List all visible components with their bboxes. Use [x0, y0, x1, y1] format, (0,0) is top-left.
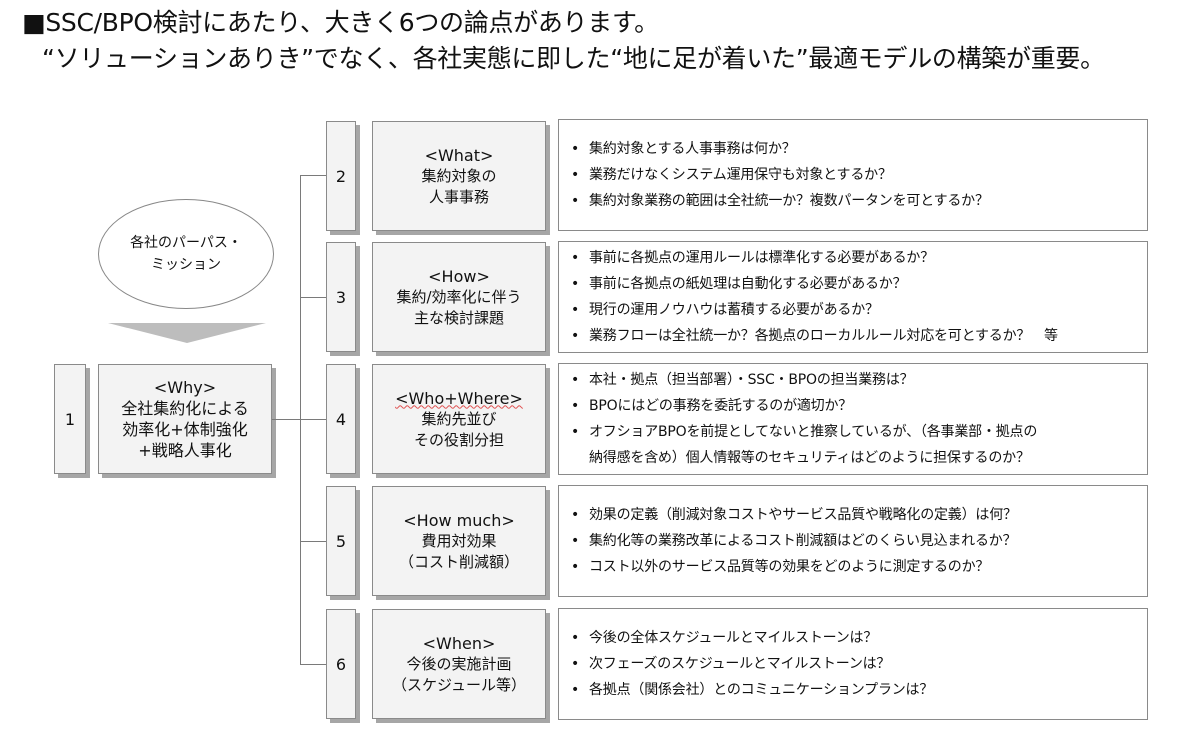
bullet-icon: • — [571, 302, 580, 318]
category-line2: 主な検討課題 — [413, 308, 504, 327]
question-item: •コスト以外のサービス品質等の効果をどのように測定するのか？ — [567, 554, 1141, 580]
category-number-box: 5 — [326, 486, 356, 596]
category-number: 4 — [335, 409, 347, 429]
bullet-icon: • — [571, 424, 580, 440]
category-line1: 今後の実施計画 — [406, 654, 512, 673]
category-line2: （スケジュール等） — [392, 675, 526, 694]
bullet-icon: • — [571, 372, 580, 388]
question-item: •現行の運用ノウハウは蓄積する必要があるか？ — [567, 297, 1141, 323]
bullet-icon: • — [571, 682, 580, 698]
bullet-icon: • — [571, 398, 580, 414]
down-arrow-icon — [108, 323, 266, 343]
category-number-box: 4 — [326, 364, 356, 474]
question-item: •効果の定義（削減対象コストやサービス品質や戦略化の定義）は何？ — [567, 502, 1141, 528]
category-box-how: <How> 集約/効率化に伴う 主な検討課題 — [372, 242, 546, 352]
question-box-how: •事前に各拠点の運用ルールは標準化する必要があるか？ •事前に各拠点の紙処理は自… — [558, 241, 1148, 353]
connector-branch-5 — [300, 541, 326, 542]
question-box-what: •集約対象とする人事事務は何か？ •業務だけなくシステム運用保守も対象とするか？… — [558, 119, 1148, 231]
bullet-icon: • — [571, 167, 580, 183]
connector-branch-2 — [300, 175, 326, 176]
bullet-icon: • — [571, 328, 580, 344]
question-item: •BPOにはどの事務を委託するのが適切か？ — [567, 393, 1141, 419]
question-item: •今後の全体スケジュールとマイルストーンは？ — [567, 625, 1141, 651]
purpose-ellipse: 各社のパーパス・ ミッション — [98, 199, 274, 309]
question-item: •事前に各拠点の紙処理は自動化する必要があるか？ — [567, 271, 1141, 297]
why-number: 1 — [64, 409, 76, 429]
question-item: •業務だけなくシステム運用保守も対象とするか？ — [567, 162, 1141, 188]
question-item: •業務フローは全社統一か？各拠点のローカルルール対応を可とするか？ 等 — [567, 323, 1141, 349]
slide-title-line1: ■SSC/BPO検討にあたり、大きく6つの論点があります。 — [22, 8, 659, 37]
why-head: <Why> — [153, 378, 217, 397]
question-box-when: •今後の全体スケジュールとマイルストーンは？ •次フェーズのスケジュールとマイル… — [558, 608, 1148, 720]
category-head: <When> — [422, 633, 496, 653]
question-box-who-where: •本社・拠点（担当部署）・SSC・BPOの担当業務は？ •BPOにはどの事務を委… — [558, 363, 1148, 475]
question-item: •各拠点（関係会社）とのコミュニケーションプランは？ — [567, 677, 1141, 703]
bullet-icon: • — [571, 630, 580, 646]
bullet-icon: • — [571, 193, 580, 209]
connector-branch-4 — [300, 419, 326, 420]
category-head: <How much> — [403, 510, 515, 530]
category-head: <Who+Where> — [395, 388, 523, 408]
category-head: <What> — [424, 145, 494, 165]
bullet-icon: • — [571, 507, 580, 523]
why-line2: 効率化+体制強化 — [122, 420, 248, 439]
category-number: 3 — [335, 287, 347, 307]
category-line1: 集約対象の — [421, 166, 497, 185]
bullet-icon: • — [571, 141, 580, 157]
category-number: 5 — [335, 531, 347, 551]
question-item: •集約対象とする人事事務は何か？ — [567, 136, 1141, 162]
bullet-icon: • — [571, 276, 580, 292]
category-number: 6 — [335, 654, 347, 674]
category-box-what: <What> 集約対象の 人事事務 — [372, 121, 546, 231]
question-item: •集約対象業務の範囲は全社統一か？複数パータンを可とするか？ — [567, 188, 1141, 214]
why-line3: +戦略人事化 — [138, 441, 232, 460]
category-box-how-much: <How much> 費用対効果 （コスト削減額） — [372, 486, 546, 596]
why-number-box: 1 — [54, 364, 86, 474]
category-line1: 集約先並び — [421, 409, 497, 428]
connector-branch-6 — [300, 664, 326, 665]
category-line1: 費用対効果 — [421, 531, 497, 550]
question-item: •次フェーズのスケジュールとマイルストーンは？ — [567, 651, 1141, 677]
purpose-line2: ミッション — [151, 257, 221, 273]
bullet-icon: • — [571, 656, 580, 672]
category-number-box: 2 — [326, 121, 356, 231]
connector-horizontal-why — [272, 419, 300, 420]
category-box-who-where: <Who+Where> 集約先並び その役割分担 — [372, 364, 546, 474]
slide-title-line2: “ソリューションありき”でなく、各社実態に即した“地に足が着いた”最適モデルの構… — [42, 44, 1105, 73]
why-line1: 全社集約化による — [121, 399, 249, 418]
category-line2: その役割分担 — [413, 430, 504, 449]
question-continuation: 納得感を含め）個人情報等のセキュリティはどのように担保するのか？ — [589, 450, 1030, 466]
category-box-when: <When> 今後の実施計画 （スケジュール等） — [372, 609, 546, 719]
purpose-line1: 各社のパーパス・ — [130, 235, 242, 251]
bullet-icon: • — [571, 250, 580, 266]
category-number-box: 3 — [326, 242, 356, 352]
question-item: •本社・拠点（担当部署）・SSC・BPOの担当業務は？ — [567, 367, 1141, 393]
bullet-icon: • — [571, 559, 580, 575]
category-number: 2 — [335, 166, 347, 186]
question-item: •事前に各拠点の運用ルールは標準化する必要があるか？ — [567, 245, 1141, 271]
category-head: <How> — [428, 266, 490, 286]
question-item: •オフショアBPOを前提としてないと推察しているが、（各事業部・拠点の 納得感を… — [567, 419, 1141, 471]
question-item: •集約化等の業務改革によるコスト削減額はどのくらい見込まれるか？ — [567, 528, 1141, 554]
category-number-box: 6 — [326, 609, 356, 719]
question-box-how-much: •効果の定義（削減対象コストやサービス品質や戦略化の定義）は何？ •集約化等の業… — [558, 485, 1148, 597]
bullet-icon: • — [571, 533, 580, 549]
category-line2: （コスト削減額） — [398, 552, 519, 571]
connector-branch-3 — [300, 297, 326, 298]
category-line1: 集約/効率化に伴う — [396, 287, 522, 306]
category-line2: 人事事務 — [428, 187, 489, 206]
why-box: <Why> 全社集約化による 効率化+体制強化 +戦略人事化 — [98, 364, 272, 474]
